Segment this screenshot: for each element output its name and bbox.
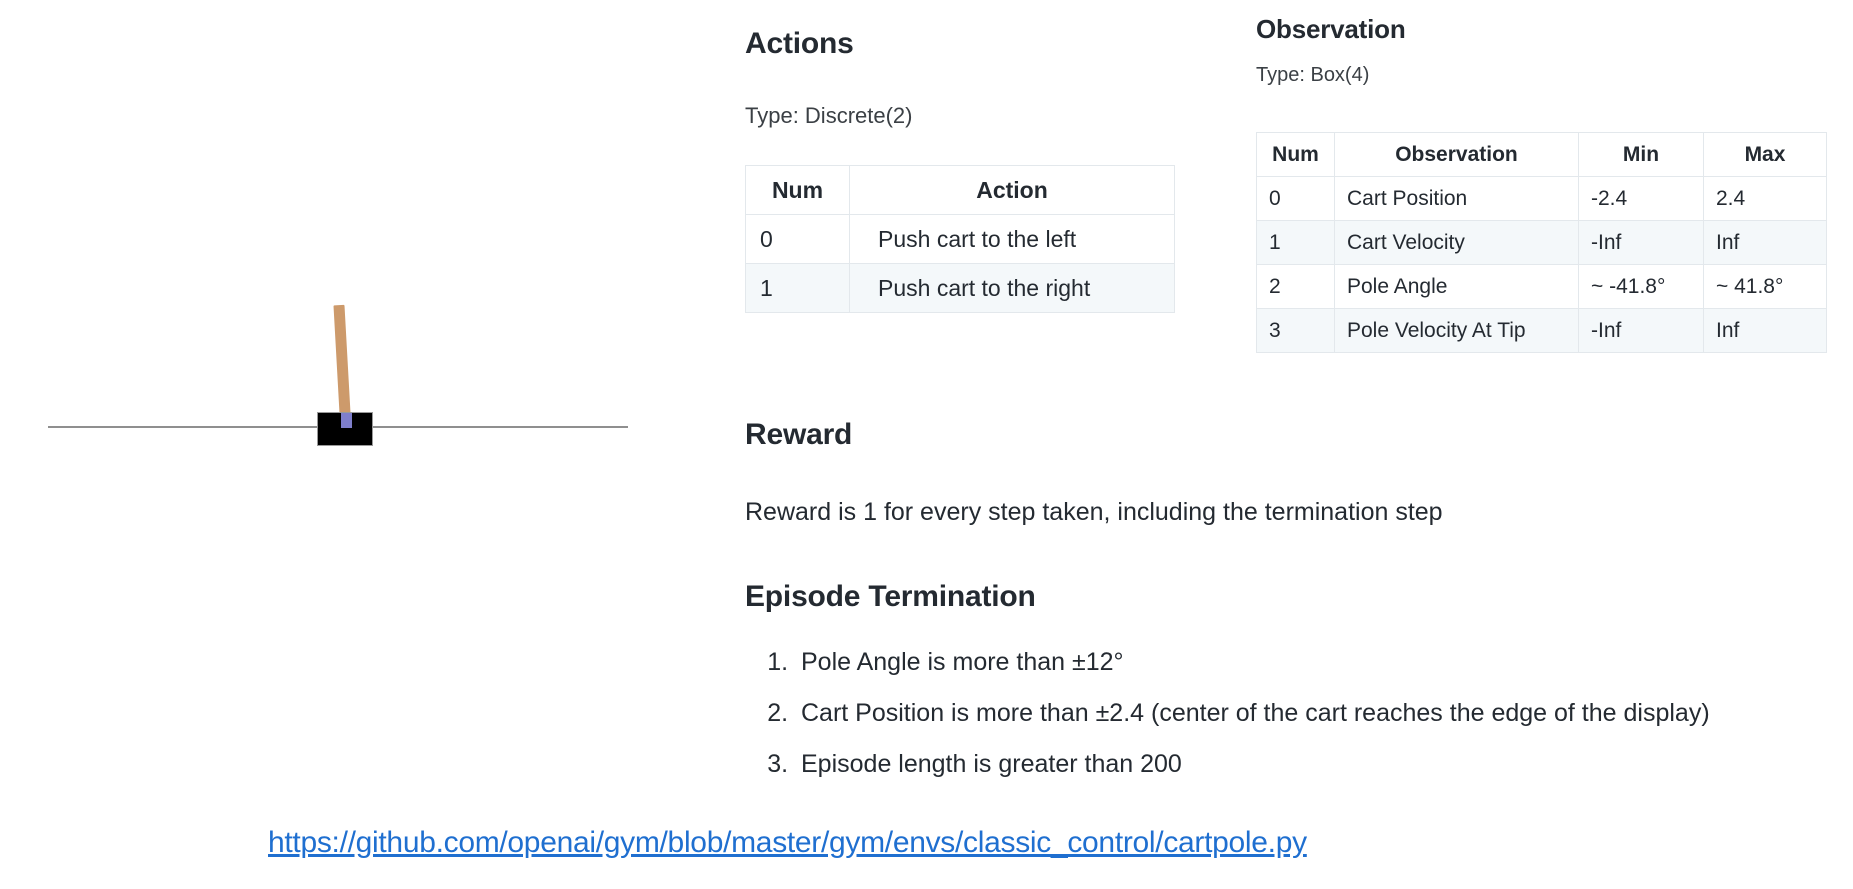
observation-cell-num: 2 — [1256, 264, 1335, 309]
observation-cell-num: 0 — [1256, 176, 1335, 221]
actions-type-label: Type: Discrete(2) — [745, 103, 913, 128]
observation-header-observation: Observation — [1334, 132, 1579, 177]
observation-cell-max: 2.4 — [1703, 176, 1827, 221]
table-header-row: Num Action — [745, 165, 1175, 215]
observation-cell-name: Pole Velocity At Tip — [1334, 308, 1579, 353]
cartpole-figure — [0, 230, 680, 490]
actions-cell-num: 0 — [745, 214, 850, 264]
table-row: 1 Cart Velocity -Inf Inf — [1256, 220, 1827, 265]
observation-heading: Observation — [1256, 14, 1406, 44]
observation-header-max: Max — [1703, 132, 1827, 177]
cartpole-axle — [341, 413, 352, 428]
observation-cell-min: -Inf — [1578, 220, 1704, 265]
observation-cell-max: ~ 41.8° — [1703, 264, 1827, 309]
table-row: 1 Push cart to the right — [745, 263, 1175, 313]
list-item: Episode length is greater than 200 — [795, 750, 1710, 779]
observation-cell-name: Pole Angle — [1334, 264, 1579, 309]
observation-header-num: Num — [1256, 132, 1335, 177]
observation-cell-min: ~ -41.8° — [1578, 264, 1704, 309]
table-row: 0 Cart Position -2.4 2.4 — [1256, 176, 1827, 221]
actions-heading: Actions — [745, 27, 854, 60]
observation-cell-min: -2.4 — [1578, 176, 1704, 221]
observation-header-min: Min — [1578, 132, 1704, 177]
actions-header-num: Num — [745, 165, 850, 215]
observation-type-label: Type: Box(4) — [1256, 64, 1370, 86]
episode-termination-list: Pole Angle is more than ±12° Cart Positi… — [755, 648, 1710, 801]
observation-table: Num Observation Min Max 0 Cart Position … — [1256, 132, 1827, 353]
observation-cell-max: Inf — [1703, 308, 1827, 353]
observation-cell-name: Cart Position — [1334, 176, 1579, 221]
actions-cell-action: Push cart to the left — [849, 214, 1175, 264]
actions-table: Num Action 0 Push cart to the left 1 Pus… — [745, 165, 1175, 313]
actions-header-action: Action — [849, 165, 1175, 215]
reward-heading: Reward — [745, 418, 853, 451]
table-row: 2 Pole Angle ~ -41.8° ~ 41.8° — [1256, 264, 1827, 309]
observation-cell-max: Inf — [1703, 220, 1827, 265]
table-header-row: Num Observation Min Max — [1256, 132, 1827, 177]
cartpole-pole — [333, 304, 351, 423]
observation-cell-num: 3 — [1256, 308, 1335, 353]
table-row: 0 Push cart to the left — [745, 214, 1175, 264]
actions-cell-action: Push cart to the right — [849, 263, 1175, 313]
table-row: 3 Pole Velocity At Tip -Inf Inf — [1256, 308, 1827, 353]
source-code-link[interactable]: https://github.com/openai/gym/blob/maste… — [268, 826, 1307, 859]
list-item: Cart Position is more than ±2.4 (center … — [795, 699, 1710, 728]
observation-cell-min: -Inf — [1578, 308, 1704, 353]
observation-cell-num: 1 — [1256, 220, 1335, 265]
actions-cell-num: 1 — [745, 263, 850, 313]
list-item: Pole Angle is more than ±12° — [795, 648, 1710, 677]
observation-cell-name: Cart Velocity — [1334, 220, 1579, 265]
episode-termination-heading: Episode Termination — [745, 580, 1036, 613]
reward-text: Reward is 1 for every step taken, includ… — [745, 498, 1443, 526]
